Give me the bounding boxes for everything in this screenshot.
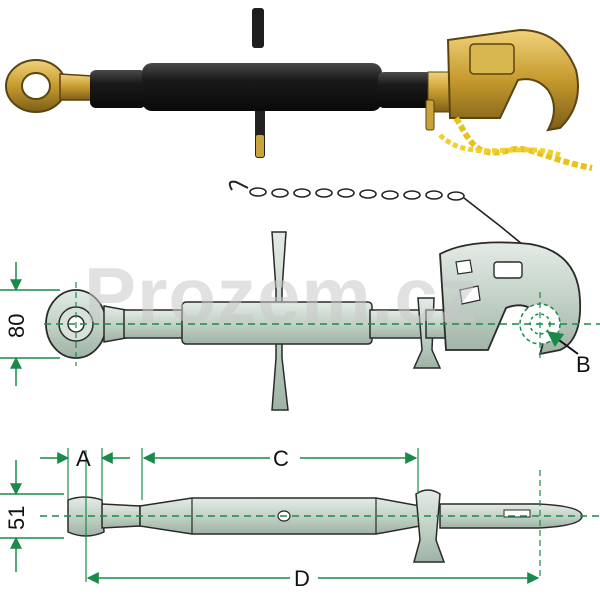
label-b: B <box>576 352 591 377</box>
safety-chain <box>453 116 593 171</box>
handle-top <box>252 8 264 48</box>
locking-pin-side <box>413 489 446 563</box>
top-link-side-drawing: A C D 51 <box>0 446 600 591</box>
tube-right <box>378 72 432 108</box>
handle-tip <box>256 135 264 157</box>
watermark: Prozem.cz <box>84 251 479 339</box>
top-link-front-drawing: 80 B <box>0 180 600 411</box>
dim-height-side: 51 <box>4 506 29 530</box>
tube-main <box>142 63 382 111</box>
tube-left <box>90 70 146 108</box>
chain-drawing <box>249 187 523 245</box>
ball-eye-hole <box>21 72 51 100</box>
label-c: C <box>273 446 289 471</box>
top-link-photo <box>5 8 593 171</box>
dim-height-front: 80 <box>4 314 29 338</box>
label-d: D <box>294 566 310 591</box>
label-a: A <box>76 446 91 471</box>
